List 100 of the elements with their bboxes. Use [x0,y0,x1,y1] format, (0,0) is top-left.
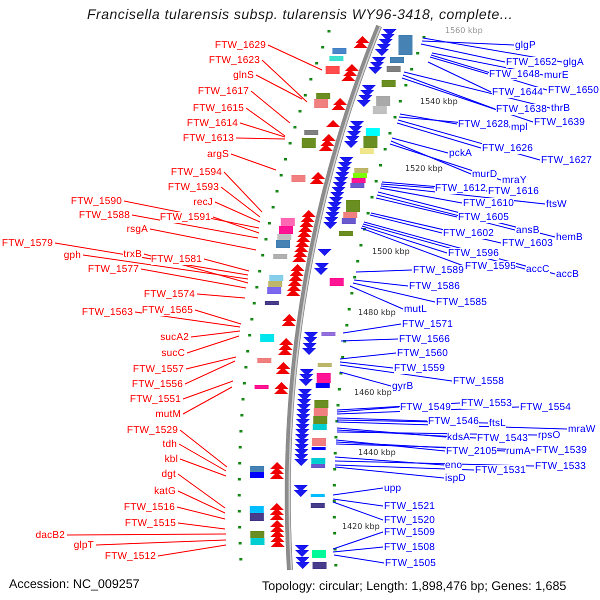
gene-label: FTW_1588 [78,210,130,220]
leader-line [342,324,402,334]
gene-label: murD [472,168,498,180]
leader-line [396,122,482,148]
gene-label: FTW_1565 [142,304,193,316]
leader-line [246,108,286,136]
leader-line [402,78,534,122]
leader-line [380,184,434,188]
accession-label: Accession: NC_009257 [9,576,140,592]
gene-label: FTW_1593 [168,182,219,192]
leader-line [268,44,322,70]
gene-label: FTW_1533 [535,460,586,472]
gene-label: FTW_1585 [436,296,488,308]
gene-label: FTW_1560 [397,348,448,358]
leader-line [340,372,392,386]
gene-label: FTW_1554 [520,402,572,412]
gene-label: rsgA [126,224,148,234]
gene-label: FTW_1521 [384,500,436,512]
gene-label: thrB [551,102,570,114]
gene-label: FTW_1639 [534,116,586,128]
gene-label: FTW_1591 [160,212,211,222]
leader-line [332,488,384,496]
leader-line [214,202,260,222]
gene-label: FTW_1505 [385,558,436,568]
position-label: 1460 kbp [354,388,392,396]
leader-line [334,460,534,466]
leader-line [182,386,232,414]
leader-line [96,540,226,546]
gene-label: FTW_1529 [126,424,178,436]
leader-line [182,380,234,400]
gene-label: FTW_1648 [489,68,540,80]
leader-line [256,74,302,100]
gene-label: FTW_1589 [413,264,464,276]
gene-label: FTW_1559 [394,362,446,374]
leader-line [340,352,396,360]
gene-label: accB [556,268,580,280]
leader-line [332,532,384,550]
gene-label: FTW_1551 [130,394,181,404]
position-label: 1540 kbp [420,96,458,106]
gene-label: FTW_1515 [124,518,176,528]
leader-line [370,214,442,234]
position-label: 1440 kbp [358,448,396,456]
leader-line [356,270,412,272]
gene-label: FTW_1652 [506,56,558,68]
leader-line [82,254,248,280]
gene-label: accC [526,264,550,274]
gene-label: rumA [506,446,531,456]
gene-label: glgA [563,56,584,68]
leader-line [428,62,492,92]
gene-label: FTW_1571 [402,318,454,330]
leader-line [178,490,226,514]
gene-label: FTW_1553 [461,398,512,408]
title: Francisella tularensis subsp. tularensis WY96-3418, complete... [86,6,513,23]
gene-label: FTW_1614 [186,118,238,128]
gene-label: FTW_1626 [482,142,534,154]
gene-label: katG [154,486,176,496]
gene-label: recJ [193,196,213,208]
leader-line [334,466,444,478]
leader-line [420,44,506,62]
leader-line [240,122,286,138]
leader-line [336,418,428,422]
leader-line [336,406,400,412]
leader-line [140,268,246,288]
leader-line [178,474,226,508]
leader-line [158,544,226,556]
gene-label: FTW_1627 [541,154,592,166]
leader-line [176,506,226,520]
gene-label: kdsA [447,432,470,442]
gene-label: FTW_1516 [124,502,175,512]
gene-label: argS [207,148,229,160]
leader-line [204,258,250,272]
gene-label: FTW_1628 [458,118,510,130]
leader-line [390,140,472,174]
leader-line [340,362,394,368]
gene-label: FTW_1512 [104,550,156,562]
leader-line [184,360,236,384]
gene-label: rpsO [538,430,560,440]
leader-line [402,74,496,110]
leader-line [332,498,384,506]
leader-line [336,430,476,438]
leader-line [194,310,242,324]
gene-label: ftsW [546,198,567,210]
leader-line [380,188,462,204]
position-label: 1500 kbp [372,246,410,256]
gene-label: FTW_1508 [384,542,436,552]
leader-line [340,338,398,342]
gene-label: gyrB [392,380,414,392]
gene-label: mraW [568,424,596,434]
leader-line [422,40,514,46]
gene-label: FTW_1590 [70,196,122,206]
gene-label: kbl [164,454,178,464]
gene-label: murE [544,70,569,80]
gene-label: FTW_1556 [132,378,183,390]
leader-line [132,214,258,238]
gene-label: FTW_1531 [475,464,526,476]
gene-label: FTW_1549 [400,402,452,412]
gene-label: glgP [515,40,536,50]
gene-label: mutL [404,304,428,314]
leader-line [362,226,448,254]
gene-label: FTW_1623 [208,54,260,66]
